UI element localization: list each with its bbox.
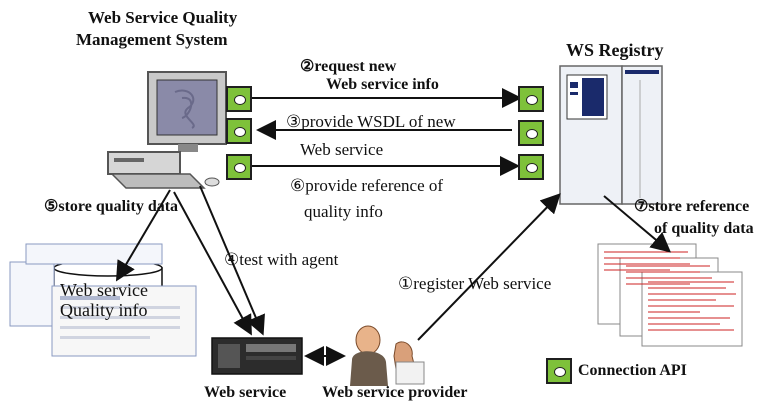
connection-api-icon	[226, 118, 252, 144]
connection-api-icon	[226, 154, 252, 180]
step2-label-line2: Web service info	[326, 76, 439, 93]
connection-api-icon	[518, 86, 544, 112]
step6-label-line1: ⑥provide reference of	[290, 176, 444, 195]
flow-arrows	[115, 88, 672, 366]
step7-label-line1: ⑦store reference	[634, 198, 750, 215]
step6-label-line2: quality info	[304, 202, 383, 221]
step1-label: ①register Web service	[398, 274, 552, 293]
arrow-test-agent-1	[173, 191, 252, 336]
arrow-test-agent-2	[199, 185, 265, 336]
step7-label-line2: of quality data	[654, 220, 754, 237]
system-title-line2: Management System	[76, 30, 228, 49]
connection-api-icon	[518, 120, 544, 146]
system-title-line1: Web Service Quality	[88, 8, 238, 27]
connection-api-icon	[518, 154, 544, 180]
step4-label: ④test with agent	[224, 250, 339, 269]
quality-report-screenshots-icon	[9, 243, 197, 357]
legend-label: Connection API	[578, 362, 687, 379]
legend-connection-api-icon	[546, 358, 572, 384]
web-service-provider-person-icon	[350, 325, 425, 386]
provider-label: Web service provider	[322, 384, 468, 401]
arrow-store-reference	[603, 195, 672, 253]
step2-label-line1: ②request new	[300, 58, 397, 75]
database-label-line2: Quality info	[60, 300, 148, 320]
web-service-server-icon	[211, 337, 303, 375]
connection-api-icon	[226, 86, 252, 112]
arrow-register	[417, 193, 561, 341]
database-label-line1: Web service	[60, 280, 149, 300]
step3-label-line2: Web service	[300, 140, 384, 159]
arrow-store-quality	[115, 189, 171, 282]
computer-icon	[107, 71, 227, 189]
web-service-label: Web service	[204, 384, 287, 401]
step5-label: ⑤store quality data	[44, 198, 179, 215]
registry-label: WS Registry	[566, 40, 664, 60]
step3-label-line1: ③provide WSDL of new	[286, 112, 456, 131]
ws-registry-server-icon	[559, 65, 663, 205]
reference-documents-icon	[597, 243, 743, 347]
